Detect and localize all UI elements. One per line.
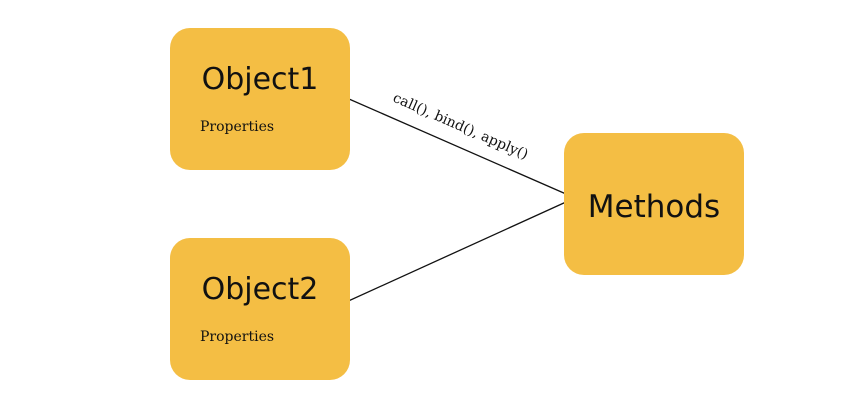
object2-title: Object2 xyxy=(201,272,319,307)
object1-properties-label: Properties xyxy=(200,119,275,135)
object2-node: Object2 Properties xyxy=(170,238,350,380)
object2-properties-label: Properties xyxy=(200,329,275,345)
arrow-methods-to-object2 xyxy=(333,201,567,308)
object1-title: Object1 xyxy=(201,62,319,97)
object1-node: Object1 Properties xyxy=(170,28,350,170)
methods-node: Methods xyxy=(564,133,744,275)
methods-title: Methods xyxy=(587,189,721,225)
arrow-methods-to-object1 xyxy=(333,92,567,195)
